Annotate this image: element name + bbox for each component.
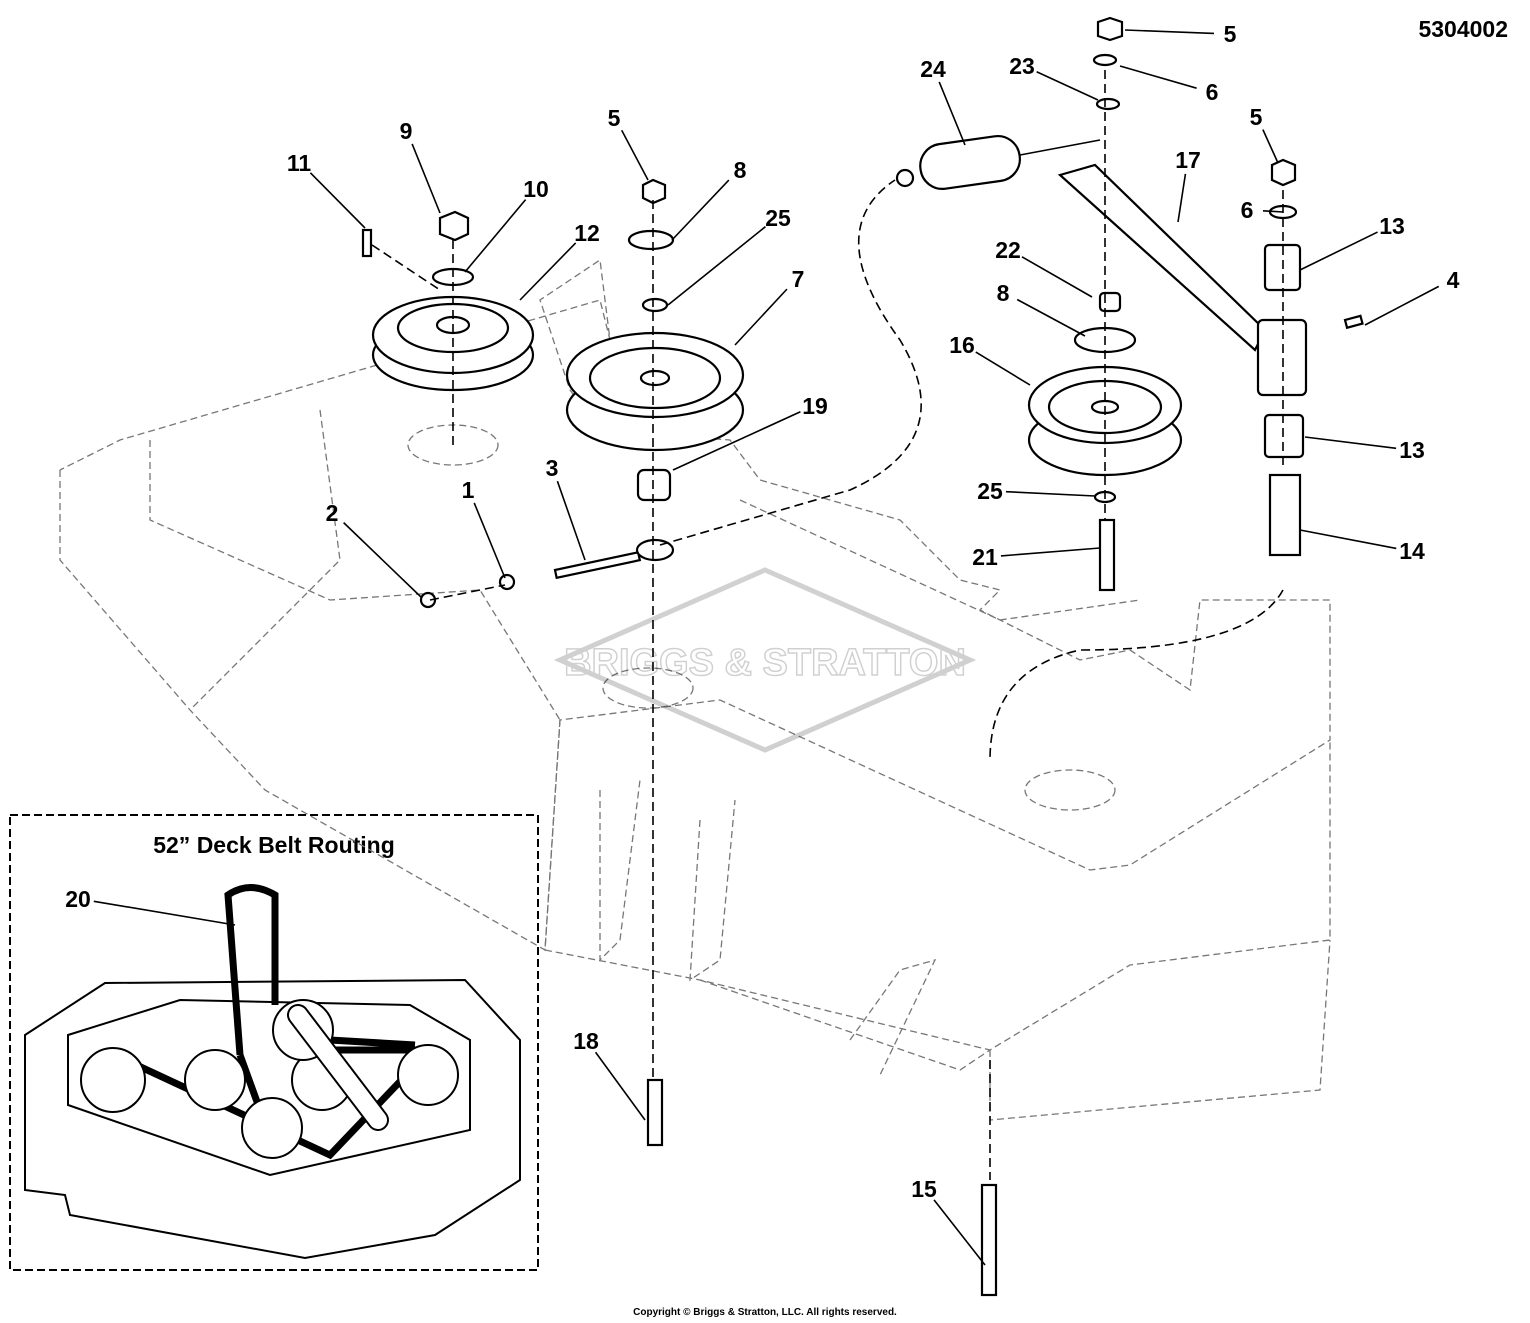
leader-line bbox=[464, 199, 527, 273]
callout-label: 24 bbox=[920, 56, 946, 82]
belt-routing-inset bbox=[9, 814, 539, 1271]
callout-label: 15 bbox=[911, 1176, 937, 1202]
callout-label: 14 bbox=[1399, 538, 1425, 564]
leader-line bbox=[938, 81, 966, 146]
leader-line bbox=[1364, 285, 1440, 326]
callout-label: 12 bbox=[574, 220, 600, 246]
leader-line bbox=[1021, 256, 1093, 298]
callout-label: 3 bbox=[546, 455, 559, 481]
callout-label: 5 bbox=[1224, 21, 1237, 47]
leader-line bbox=[93, 900, 236, 926]
leader-line bbox=[1262, 209, 1284, 213]
callout-label: 20 bbox=[65, 886, 91, 912]
leader-line bbox=[1299, 231, 1378, 271]
leader-line bbox=[1124, 29, 1215, 35]
callout-label: 9 bbox=[400, 118, 413, 144]
copyright: Copyright © Briggs & Stratton, LLC. All … bbox=[633, 1307, 897, 1318]
leader-line bbox=[1005, 490, 1096, 497]
callout-label: 8 bbox=[734, 157, 747, 183]
callout-label: 17 bbox=[1175, 147, 1201, 173]
watermark-logo: BRIGGS & STRATTON bbox=[553, 567, 977, 753]
leader-line bbox=[1036, 70, 1099, 101]
callout-label: 5 bbox=[1250, 104, 1263, 130]
leader-line bbox=[734, 288, 788, 346]
leader-line bbox=[519, 242, 577, 301]
callout-label: 10 bbox=[523, 176, 549, 202]
callout-label: 13 bbox=[1399, 437, 1425, 463]
callout-label: 23 bbox=[1009, 53, 1035, 79]
callout-label: 22 bbox=[995, 237, 1021, 263]
callout-label: 1 bbox=[462, 477, 475, 503]
leader-line bbox=[620, 129, 649, 181]
callout-label: 7 bbox=[792, 266, 805, 292]
leader-line bbox=[672, 411, 801, 471]
callout-label: 8 bbox=[997, 280, 1010, 306]
leader-line bbox=[1299, 529, 1397, 550]
callout-label: 4 bbox=[1447, 267, 1460, 293]
leader-line bbox=[1262, 129, 1279, 164]
leader-line bbox=[473, 502, 506, 579]
drawing-number: 5304002 bbox=[1418, 16, 1508, 42]
leader-line bbox=[411, 143, 441, 214]
leader-line bbox=[1119, 65, 1197, 89]
callout-label: 6 bbox=[1241, 197, 1254, 223]
callout-label: 19 bbox=[802, 393, 828, 419]
callout-label: 13 bbox=[1379, 213, 1405, 239]
parts bbox=[361, 16, 1364, 1297]
callout-label: 6 bbox=[1206, 79, 1219, 105]
leader-line bbox=[1016, 298, 1086, 337]
leader-line bbox=[343, 522, 423, 599]
callout-label: 18 bbox=[573, 1028, 599, 1054]
leader-line bbox=[667, 226, 766, 306]
leader-line bbox=[933, 1199, 986, 1266]
mower-deck bbox=[59, 258, 1331, 1121]
leader-line bbox=[556, 480, 586, 561]
leader-line bbox=[309, 172, 366, 229]
callout-label: 16 bbox=[949, 332, 975, 358]
callout-label: 5 bbox=[608, 105, 621, 131]
callout-label: 2 bbox=[326, 500, 339, 526]
callout-label: 21 bbox=[972, 544, 998, 570]
callout-label: 11 bbox=[287, 150, 312, 176]
leader-line bbox=[1000, 547, 1101, 557]
leader-line bbox=[1177, 173, 1187, 223]
leader-line bbox=[594, 1051, 646, 1121]
leader-line bbox=[1304, 436, 1397, 450]
callout-label: 25 bbox=[765, 205, 791, 231]
inset-title: 52” Deck Belt Routing bbox=[153, 832, 395, 858]
callout-label: 25 bbox=[977, 478, 1003, 504]
leader-line bbox=[975, 351, 1031, 386]
leader-line bbox=[671, 179, 730, 241]
svg-text:BRIGGS & STRATTON: BRIGGS & STRATTON bbox=[564, 642, 966, 684]
